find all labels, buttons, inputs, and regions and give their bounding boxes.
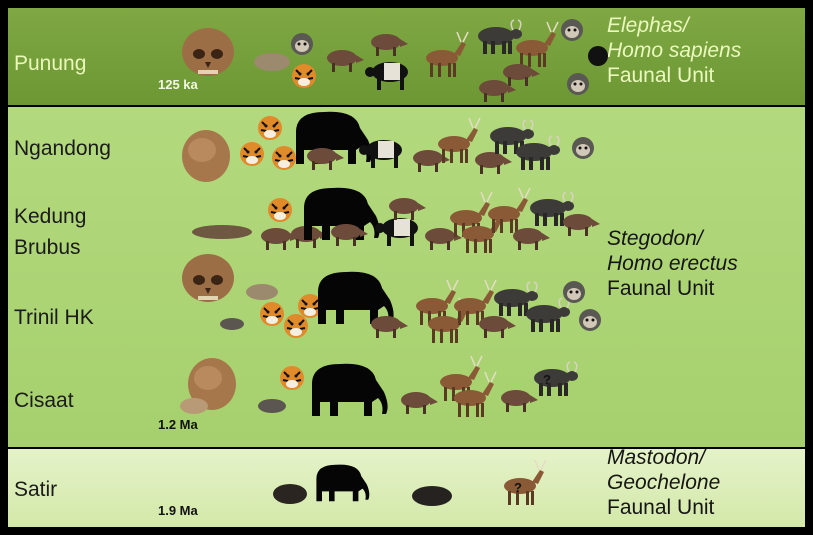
satir-fauna <box>273 460 546 506</box>
kedung-brubus-fauna <box>192 188 600 253</box>
unknown-mark-cisaat: ? <box>543 372 551 387</box>
cisaat-fauna <box>180 356 578 417</box>
ngandong-fauna <box>182 112 594 182</box>
unknown-mark-satir: ? <box>514 480 522 495</box>
trinil-hk-fauna <box>182 254 601 343</box>
punung-fauna <box>182 19 608 102</box>
